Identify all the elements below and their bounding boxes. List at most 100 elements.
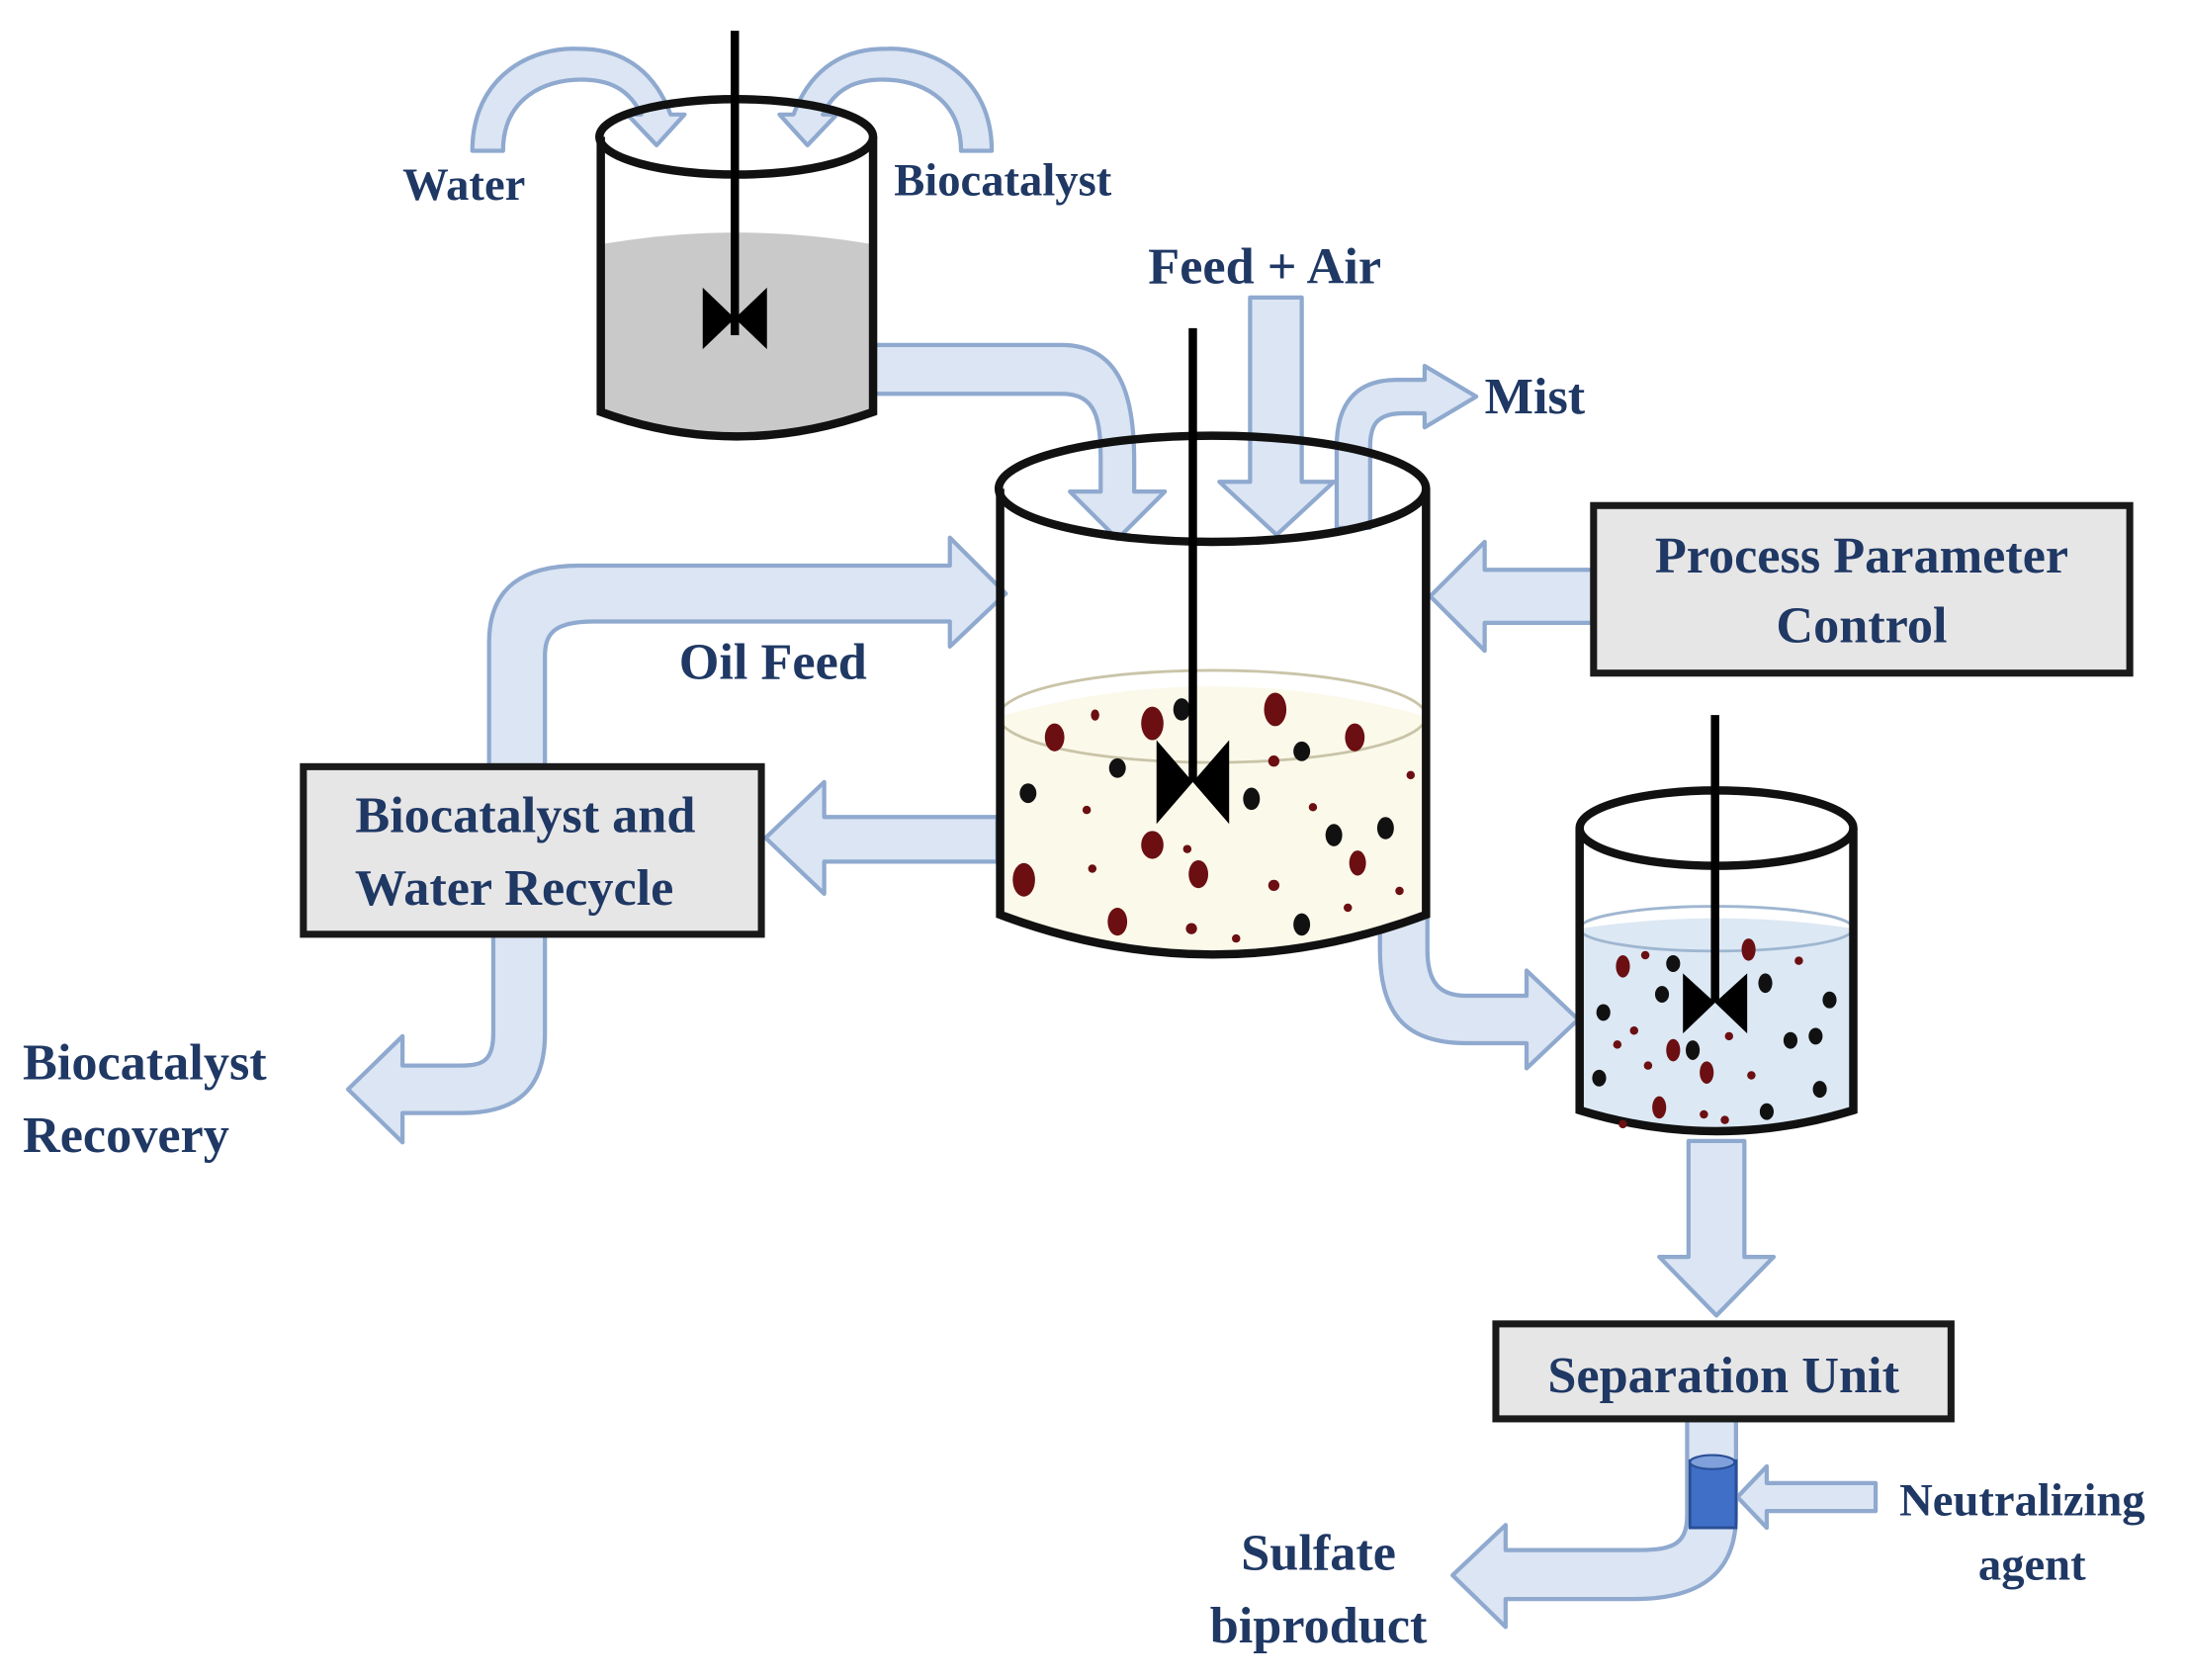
droplet bbox=[1741, 938, 1756, 961]
droplet bbox=[1406, 770, 1416, 780]
droplet bbox=[1720, 1115, 1729, 1124]
droplet bbox=[1686, 1040, 1701, 1060]
droplet bbox=[1700, 1109, 1708, 1119]
prep-tank bbox=[595, 31, 878, 441]
reactor-liquid bbox=[1000, 686, 1427, 955]
holding-tank bbox=[1575, 715, 1858, 1136]
droplet bbox=[1012, 862, 1035, 897]
reactor-body bbox=[996, 488, 1431, 959]
droplet bbox=[1822, 991, 1837, 1009]
droplet bbox=[1019, 783, 1037, 804]
droplet bbox=[1652, 1096, 1667, 1119]
holding-tank-liquid bbox=[1579, 918, 1854, 1131]
droplet bbox=[1666, 1038, 1681, 1062]
droplet bbox=[1232, 933, 1241, 943]
neutralizing-line1: Neutralizing bbox=[1899, 1474, 2144, 1526]
droplet bbox=[1812, 1081, 1827, 1099]
sulfate-line2: biproduct bbox=[1210, 1597, 1428, 1654]
droplet bbox=[1724, 1031, 1734, 1041]
droplet bbox=[1141, 706, 1164, 741]
droplet bbox=[1108, 757, 1126, 778]
feed-air-label: Feed + Air bbox=[1148, 238, 1381, 296]
droplet bbox=[1268, 879, 1280, 892]
biocatalyst-recovery-line2: Recovery bbox=[23, 1106, 229, 1164]
droplet bbox=[1700, 1061, 1714, 1084]
droplet bbox=[1188, 859, 1209, 889]
droplet bbox=[1666, 955, 1681, 972]
holding-droplets bbox=[1592, 938, 1837, 1129]
droplet bbox=[1643, 1061, 1653, 1070]
droplet bbox=[1173, 698, 1190, 721]
droplet bbox=[1293, 741, 1311, 761]
droplet bbox=[1613, 1040, 1622, 1049]
separation-unit-label: Separation Unit bbox=[1547, 1347, 1899, 1404]
water-inlet-arrow bbox=[470, 46, 687, 153]
recycle-line1: Biocatalyst and bbox=[355, 787, 695, 844]
reactor-to-holding-arrow bbox=[1377, 860, 1581, 1071]
droplet bbox=[1794, 956, 1803, 965]
reactor-droplets bbox=[1012, 692, 1416, 943]
droplet bbox=[1376, 817, 1394, 840]
droplet bbox=[1783, 1031, 1798, 1049]
droplet bbox=[1182, 844, 1192, 853]
droplet bbox=[1654, 986, 1670, 1004]
droplet bbox=[1618, 1119, 1627, 1129]
control-to-reactor-arrow bbox=[1428, 539, 1595, 654]
droplet bbox=[1264, 692, 1287, 727]
droplet bbox=[1759, 1103, 1774, 1120]
biocatalyst-label: Biocatalyst bbox=[894, 155, 1111, 207]
separation-unit-box bbox=[1492, 1320, 1955, 1423]
droplet bbox=[1640, 950, 1650, 960]
mist-arrow bbox=[1334, 363, 1479, 530]
reactor-impeller-icon bbox=[1156, 740, 1230, 825]
droplet bbox=[1616, 955, 1630, 978]
process-parameter-control-box bbox=[1590, 501, 2134, 677]
water-label: Water bbox=[402, 159, 525, 211]
process-control-line2: Control bbox=[1776, 597, 1947, 655]
droplet bbox=[1349, 850, 1366, 876]
sulfate-line1: Sulfate bbox=[1241, 1524, 1396, 1581]
droplet bbox=[1293, 913, 1311, 936]
biocatalyst-inlet-arrow bbox=[777, 46, 995, 153]
feed-air-arrow bbox=[1217, 295, 1337, 538]
droplet bbox=[1185, 923, 1197, 934]
biocatalyst-water-recycle-box bbox=[300, 762, 765, 938]
sulfate-biproduct-arrow bbox=[1450, 1418, 1738, 1630]
biocatalyst-recovery-arrow bbox=[345, 930, 548, 1145]
droplet bbox=[1308, 803, 1318, 812]
droplet bbox=[1243, 787, 1261, 811]
droplet bbox=[1344, 903, 1353, 913]
mist-label: Mist bbox=[1485, 368, 1586, 425]
droplet bbox=[1629, 1026, 1639, 1035]
separation-pipe-liquid-top bbox=[1689, 1454, 1736, 1470]
droplet bbox=[1141, 831, 1164, 859]
recycle-line2: Water Recycle bbox=[355, 859, 674, 917]
main-reactor bbox=[994, 327, 1431, 959]
holding-tank-body bbox=[1575, 828, 1858, 1136]
prep-to-reactor-arrow bbox=[872, 342, 1168, 542]
biocatalyst-recovery-line1: Biocatalyst bbox=[23, 1034, 267, 1092]
prep-tank-body bbox=[596, 136, 878, 441]
droplet bbox=[1044, 723, 1065, 752]
droplet bbox=[1395, 886, 1404, 896]
process-control-line1: Process Parameter bbox=[1655, 527, 2068, 584]
droplet bbox=[1325, 824, 1343, 846]
droplet bbox=[1747, 1071, 1756, 1080]
reactor-to-recycle-arrow bbox=[763, 779, 1000, 896]
oil-feed-label: Oil Feed bbox=[679, 633, 867, 690]
droplet bbox=[1082, 805, 1092, 815]
droplet bbox=[1107, 907, 1128, 936]
holding-tank-impeller-icon bbox=[1683, 973, 1748, 1034]
separation-pipe-liquid bbox=[1688, 1459, 1738, 1530]
droplet bbox=[1091, 709, 1099, 721]
oil-feed-arrow bbox=[486, 535, 1008, 768]
droplet bbox=[1596, 1004, 1611, 1021]
droplet bbox=[1345, 723, 1365, 752]
droplet bbox=[1592, 1069, 1607, 1087]
droplet bbox=[1758, 973, 1773, 994]
neutralizing-agent-arrow bbox=[1735, 1463, 1879, 1531]
holding-to-separation-arrow bbox=[1657, 1138, 1777, 1318]
droplet bbox=[1808, 1027, 1823, 1045]
droplet bbox=[1088, 864, 1097, 873]
neutralizing-line2: agent bbox=[1978, 1539, 2086, 1590]
